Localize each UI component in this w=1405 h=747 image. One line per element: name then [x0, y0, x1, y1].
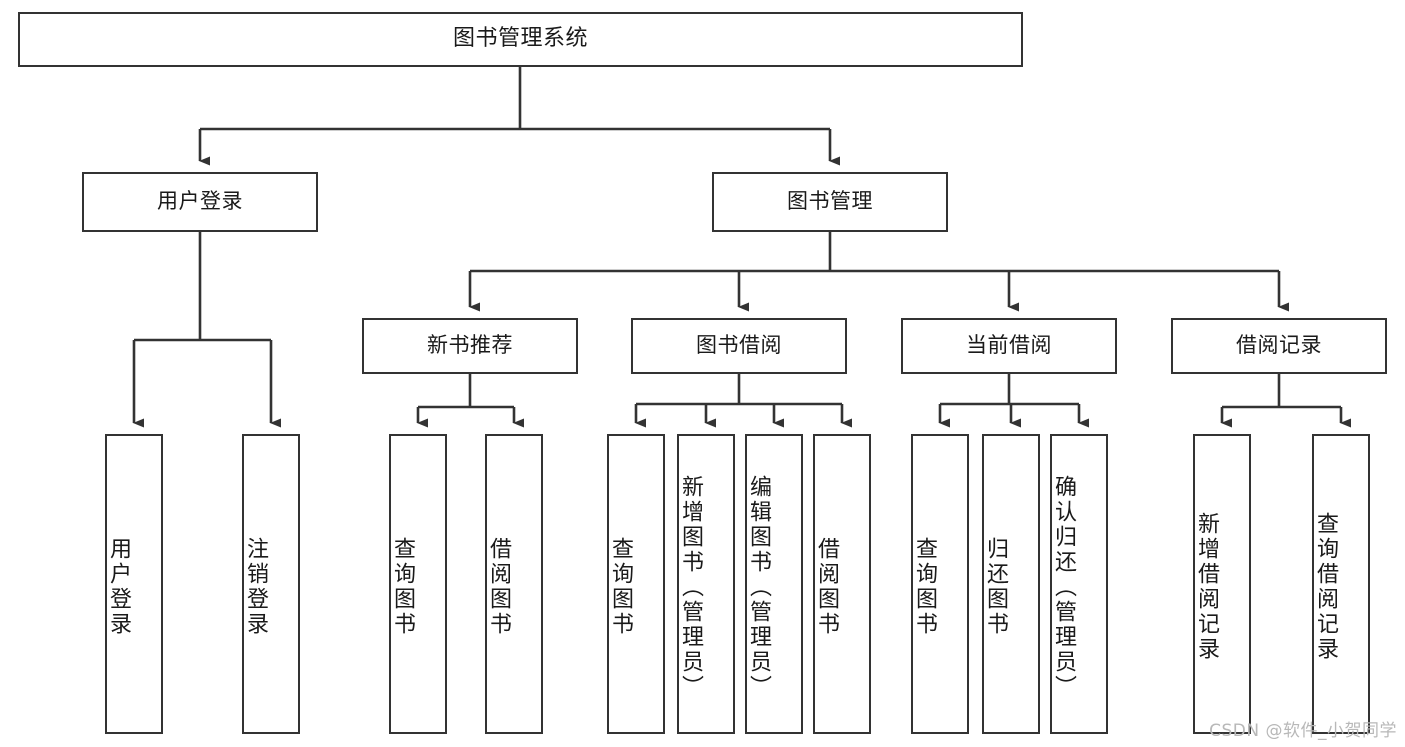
node-user-login[interactable]: 用户登录	[82, 172, 318, 232]
node-leaf-current-query-label: 查询图书	[912, 537, 937, 637]
node-new-book-recommend[interactable]: 新书推荐	[362, 318, 578, 374]
node-leaf-current-query[interactable]: 查询图书	[911, 434, 969, 734]
node-leaf-borrow-edit-book-label: 编辑图书（管理员）	[746, 474, 771, 700]
node-leaf-current-confirm-return[interactable]: 确认归还（管理员）	[1050, 434, 1108, 734]
edge-borrow-bus	[636, 374, 842, 406]
node-leaf-borrow-add-book-label: 新增图书（管理员）	[678, 474, 703, 700]
edge-userlogin-bus	[134, 232, 271, 342]
node-new-book-recommend-label: 新书推荐	[427, 333, 513, 358]
node-leaf-borrow-add-book[interactable]: 新增图书（管理员）	[677, 434, 735, 734]
node-leaf-borrow-query-label: 查询图书	[608, 537, 633, 637]
node-borrow-record-label: 借阅记录	[1236, 333, 1322, 358]
node-book-borrow-label: 图书借阅	[696, 333, 782, 358]
node-leaf-current-return-label: 归还图书	[983, 537, 1008, 637]
node-root-system-label: 图书管理系统	[452, 26, 588, 52]
node-leaf-user-login[interactable]: 用户登录	[105, 434, 163, 734]
node-current-borrow-label: 当前借阅	[966, 333, 1052, 358]
node-leaf-record-add-label: 新增借阅记录	[1194, 512, 1219, 662]
node-leaf-current-confirm-return-label: 确认归还（管理员）	[1051, 474, 1076, 700]
node-leaf-record-query-label: 查询借阅记录	[1313, 512, 1338, 662]
edge-root-bus	[200, 67, 830, 131]
node-leaf-user-logout[interactable]: 注销登录	[242, 434, 300, 734]
node-leaf-record-add[interactable]: 新增借阅记录	[1193, 434, 1251, 734]
node-leaf-user-login-label: 用户登录	[106, 537, 131, 637]
node-leaf-newbook-query[interactable]: 查询图书	[389, 434, 447, 734]
node-leaf-record-query[interactable]: 查询借阅记录	[1312, 434, 1370, 734]
node-leaf-borrow-edit-book[interactable]: 编辑图书（管理员）	[745, 434, 803, 734]
node-current-borrow[interactable]: 当前借阅	[901, 318, 1117, 374]
node-leaf-newbook-borrow-label: 借阅图书	[486, 537, 511, 637]
node-borrow-record[interactable]: 借阅记录	[1171, 318, 1387, 374]
node-leaf-borrow-borrow-book-label: 借阅图书	[814, 537, 839, 637]
edge-record-bus	[1222, 374, 1341, 409]
node-book-management-label: 图书管理	[787, 189, 873, 214]
csdn-watermark: CSDN @软件_小贺同学	[1209, 721, 1397, 741]
node-user-login-label: 用户登录	[157, 189, 243, 214]
node-leaf-current-return[interactable]: 归还图书	[982, 434, 1040, 734]
node-book-management[interactable]: 图书管理	[712, 172, 948, 232]
node-root-system[interactable]: 图书管理系统	[18, 12, 1023, 67]
node-book-borrow[interactable]: 图书借阅	[631, 318, 847, 374]
node-leaf-newbook-borrow[interactable]: 借阅图书	[485, 434, 543, 734]
edge-bookmgmt-bus	[470, 232, 1279, 273]
node-leaf-borrow-query[interactable]: 查询图书	[607, 434, 665, 734]
node-leaf-newbook-query-label: 查询图书	[390, 537, 415, 637]
node-leaf-user-logout-label: 注销登录	[243, 537, 268, 637]
node-leaf-borrow-borrow-book[interactable]: 借阅图书	[813, 434, 871, 734]
edge-current-bus	[940, 374, 1079, 406]
edge-newbook-bus	[418, 374, 514, 409]
